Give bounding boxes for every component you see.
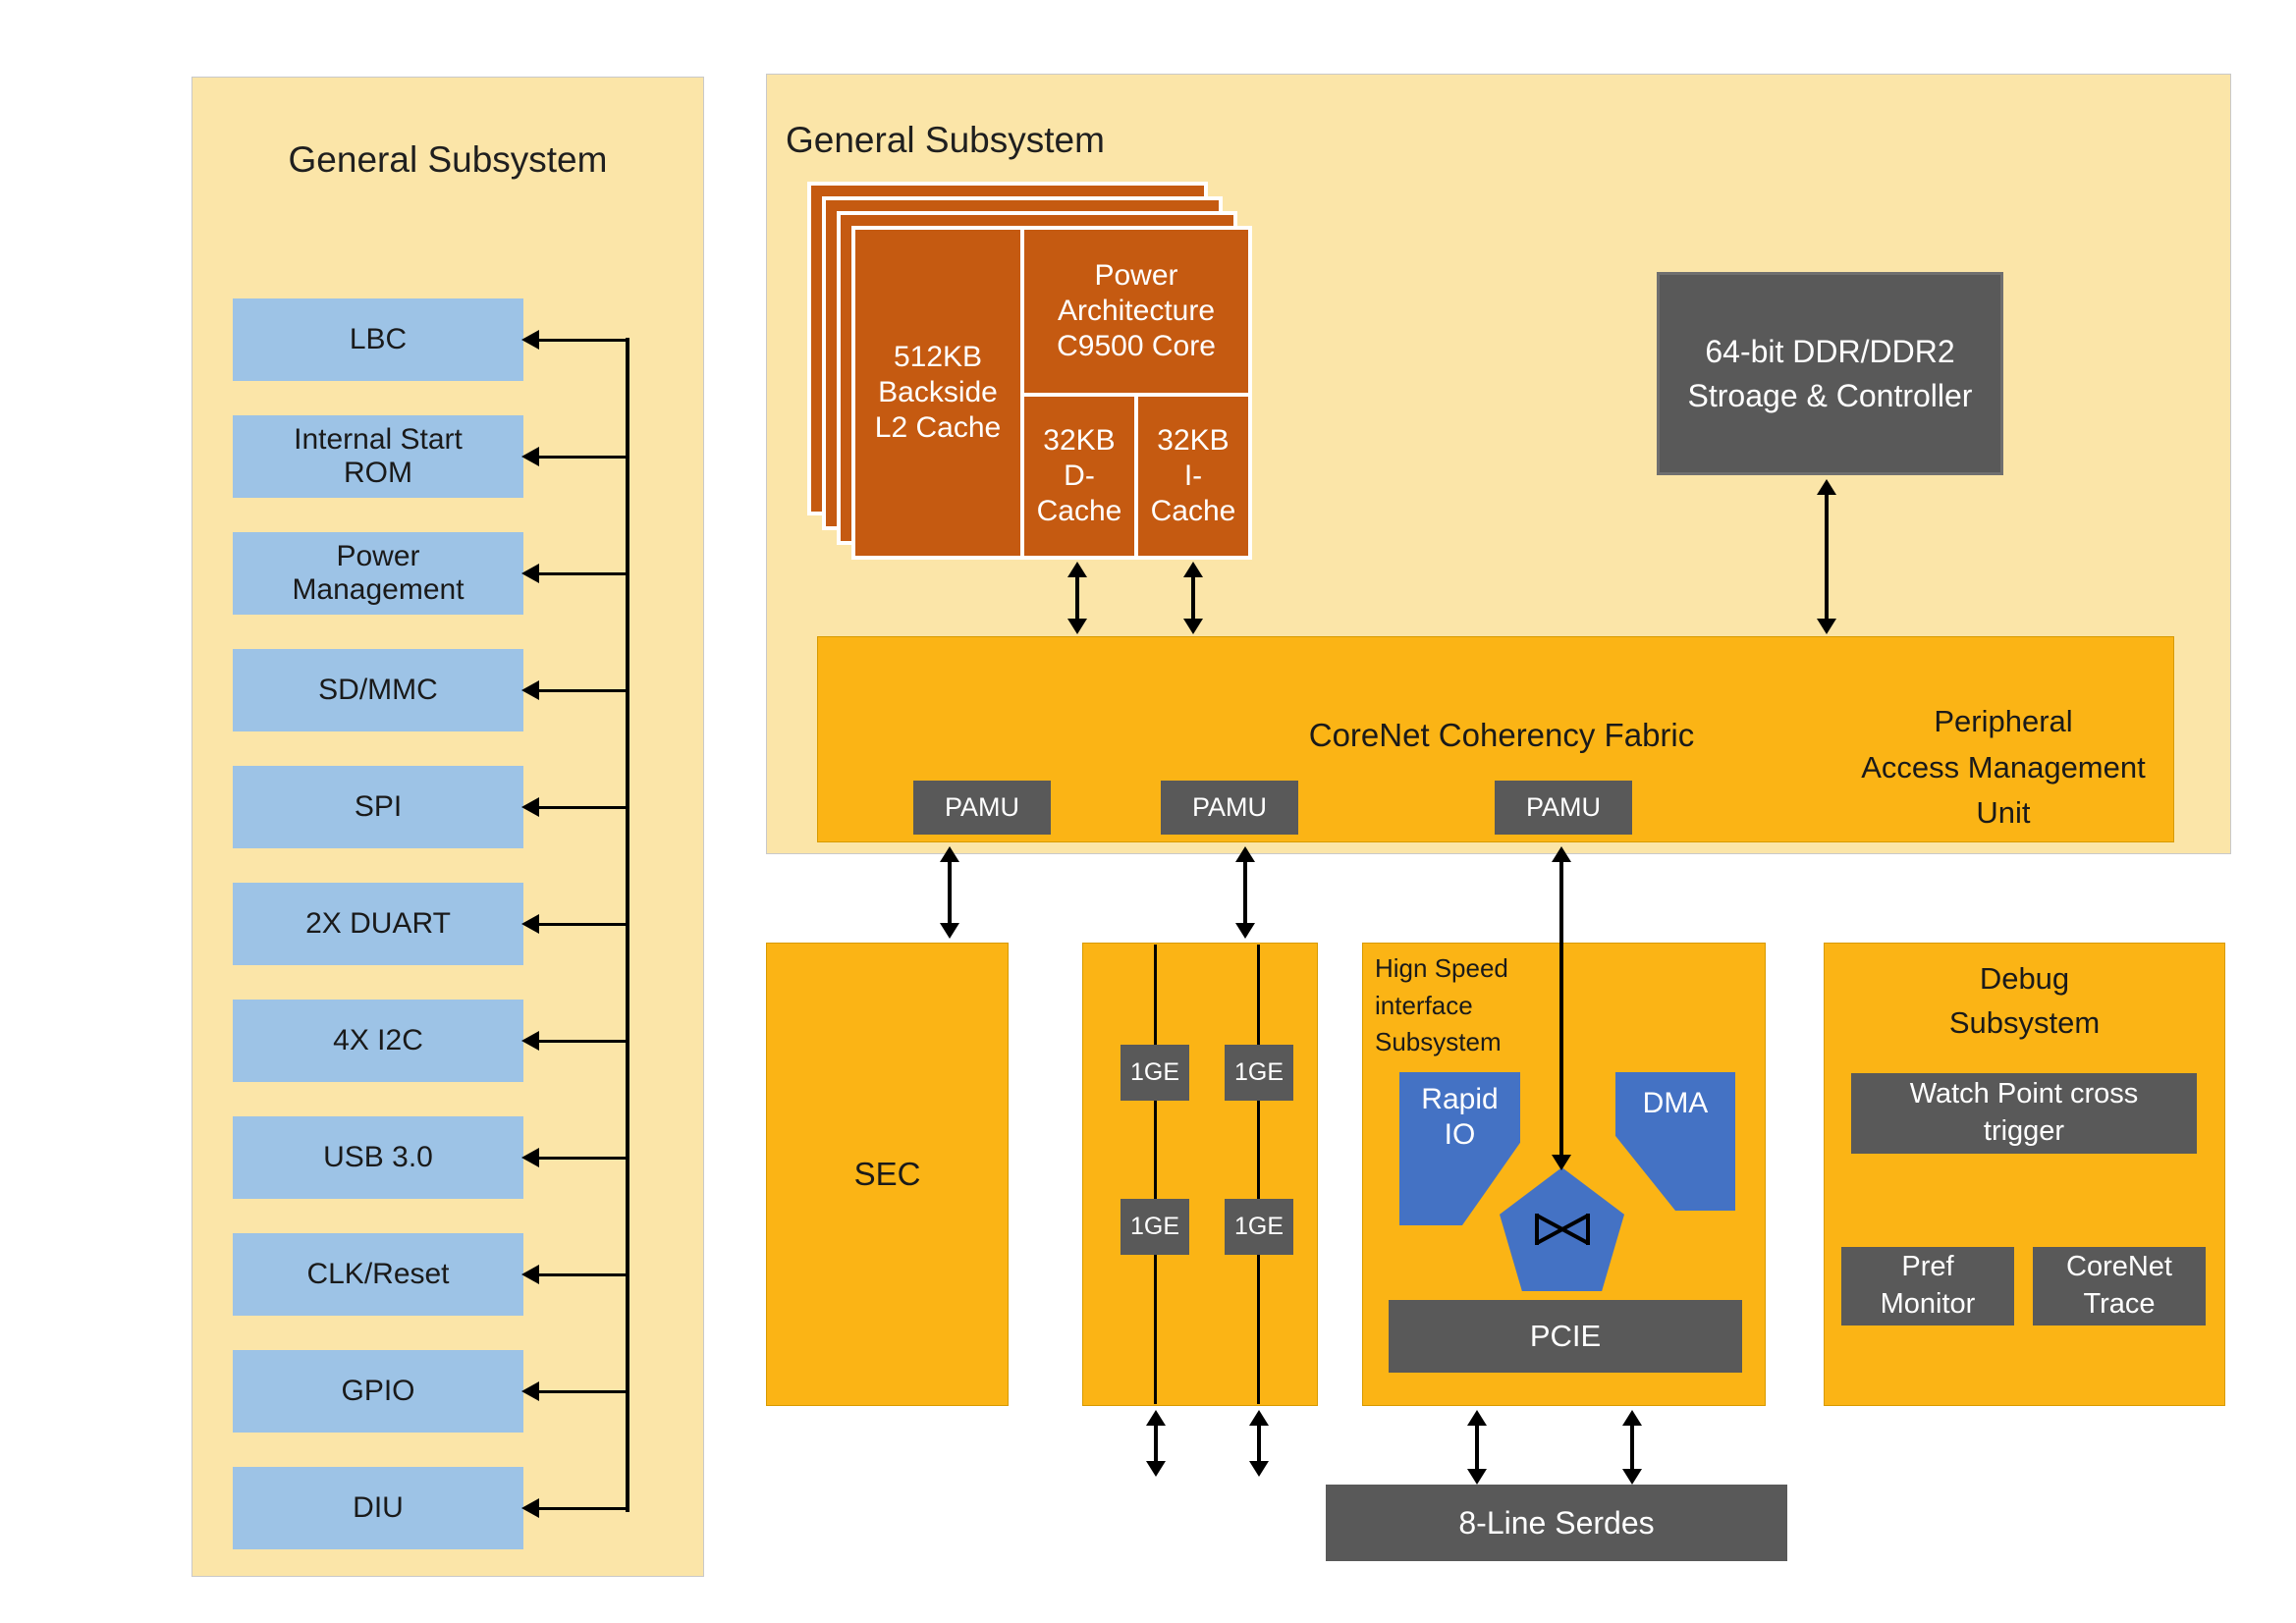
arrow-left-icon: [521, 564, 539, 583]
ge-port-3: 1GE: [1121, 1199, 1189, 1255]
cpu-core-block: Power Architecture C9500 Core: [1024, 230, 1248, 393]
ge-bus-line-2: [1257, 945, 1260, 1404]
connector-line: [538, 923, 629, 926]
connector-line: [538, 689, 629, 692]
block-internal-start-rom: Internal Start ROM: [233, 415, 523, 498]
l2-cache-block: 512KB Backside L2 Cache: [855, 230, 1020, 556]
corenet-fabric-label: CoreNet Coherency Fabric: [1308, 717, 1695, 753]
peripheral-access-label: Peripheral Access Management Unit: [1861, 704, 2146, 830]
arrow-ddr-fabric: [1825, 493, 1829, 621]
block-duart: 2X DUART: [233, 883, 523, 965]
pref-monitor-block: Pref Monitor: [1841, 1247, 2014, 1325]
ethernet-block: [1082, 943, 1318, 1406]
corenet-trace-block: CoreNet Trace: [2033, 1247, 2206, 1325]
debug-subsystem: [1824, 943, 2225, 1406]
serdes-block: 8-Line Serdes: [1326, 1485, 1787, 1561]
arrow-left-icon: [521, 1031, 539, 1051]
ddr-controller-block: 64-bit DDR/DDR2 Stroage & Controller: [1657, 272, 2003, 475]
cpu-panel-title: General Subsystem: [786, 120, 1105, 160]
pamu-block-3: PAMU: [1495, 781, 1632, 835]
connector-line: [538, 572, 629, 575]
arrow-fabric-switch: [1559, 860, 1563, 1157]
connector-line: [538, 339, 629, 342]
connector-line: [538, 456, 629, 459]
watchpoint-block: Watch Point cross trigger: [1851, 1073, 2197, 1154]
pamu-block-2: PAMU: [1161, 781, 1298, 835]
arrow-icache-fabric: [1191, 575, 1195, 621]
arrow-ge-out-1: [1154, 1424, 1158, 1463]
arrow-left-icon: [521, 447, 539, 466]
block-clk-reset: CLK/Reset: [233, 1233, 523, 1316]
block-diu: DIU: [233, 1467, 523, 1549]
block-gpio: GPIO: [233, 1350, 523, 1433]
block-sd-mmc: SD/MMC: [233, 649, 523, 731]
block-usb: USB 3.0: [233, 1116, 523, 1199]
arrow-left-icon: [521, 330, 539, 350]
arrow-hs-serdes-2: [1630, 1424, 1634, 1471]
arrow-hs-serdes-1: [1475, 1424, 1479, 1471]
ge-port-4: 1GE: [1225, 1199, 1293, 1255]
arrow-left-icon: [521, 1498, 539, 1518]
arrow-fabric-ethernet: [1243, 860, 1247, 925]
arrow-left-icon: [521, 914, 539, 934]
arrow-left-icon: [521, 1381, 539, 1401]
ge-port-2: 1GE: [1225, 1045, 1293, 1101]
core-card: 512KB Backside L2 Cache Power Architectu…: [851, 226, 1252, 560]
ge-bus-line-1: [1154, 945, 1157, 1404]
arrow-dcache-fabric: [1075, 575, 1079, 621]
block-power-management: Power Management: [233, 532, 523, 615]
left-panel-title: General Subsystem: [288, 139, 608, 180]
crossbar-switch-icon: [1534, 1214, 1590, 1245]
arrow-ge-out-2: [1257, 1424, 1261, 1463]
high-speed-title: Hign Speed interface Subsystem: [1375, 953, 1508, 1057]
connector-line: [538, 806, 629, 809]
debug-subsystem-title: Debug Subsystem: [1948, 961, 2101, 1040]
arrow-left-icon: [521, 1265, 539, 1284]
ge-port-1: 1GE: [1121, 1045, 1189, 1101]
connector-line: [538, 1507, 629, 1510]
block-i2c: 4X I2C: [233, 1000, 523, 1082]
d-cache-block: 32KB D- Cache: [1024, 397, 1134, 556]
sec-block: SEC: [766, 943, 1009, 1406]
arrow-left-icon: [521, 797, 539, 817]
arrow-left-icon: [521, 1148, 539, 1167]
pcie-block: PCIE: [1389, 1300, 1742, 1373]
connector-line: [538, 1157, 629, 1160]
block-lbc: LBC: [233, 298, 523, 381]
block-spi: SPI: [233, 766, 523, 848]
connector-line: [538, 1040, 629, 1043]
connector-line: [538, 1273, 629, 1276]
arrow-left-icon: [521, 680, 539, 700]
connector-line: [538, 1390, 629, 1393]
pamu-block-1: PAMU: [913, 781, 1051, 835]
i-cache-block: 32KB I- Cache: [1138, 397, 1248, 556]
arrow-fabric-sec: [948, 860, 952, 925]
